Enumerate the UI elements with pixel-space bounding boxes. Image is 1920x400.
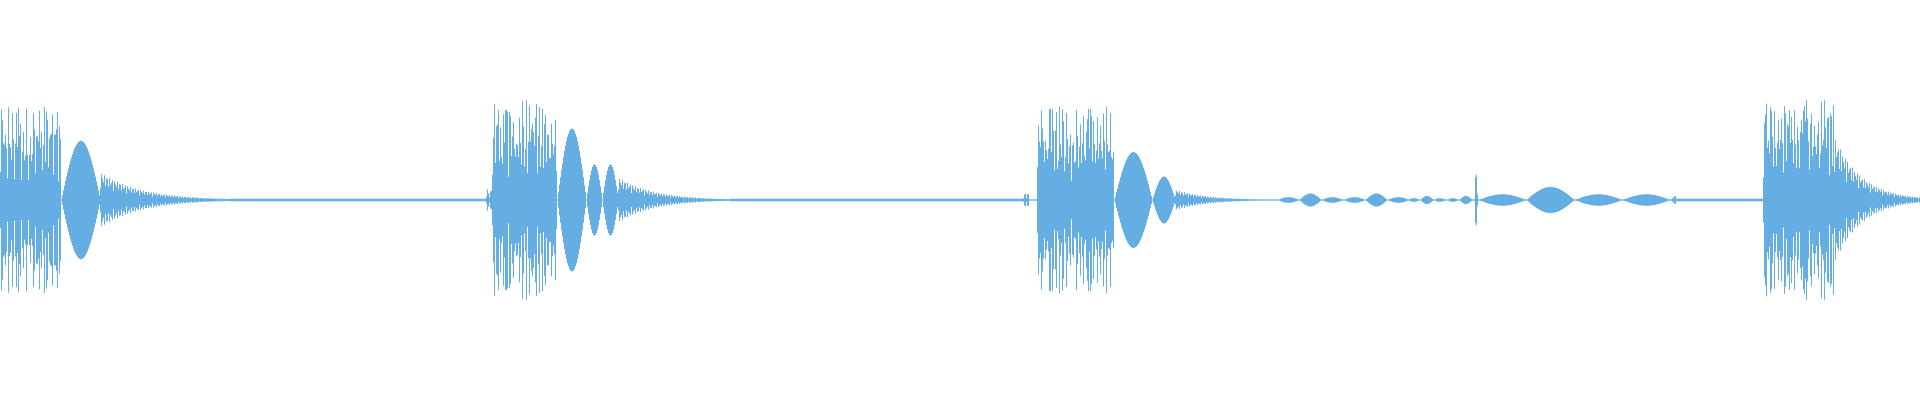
waveform-trace: [0, 100, 1920, 300]
